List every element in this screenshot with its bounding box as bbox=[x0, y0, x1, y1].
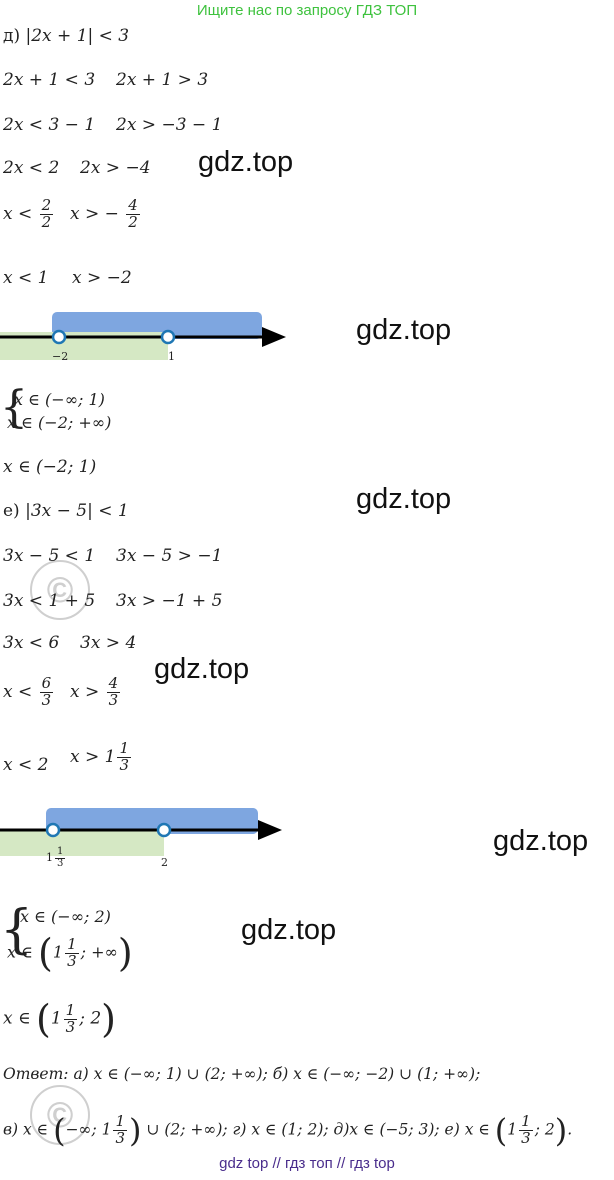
part-d-step-3-left: 2x < 2 bbox=[3, 158, 60, 178]
search-banner: Ищите нас по запросу ГДЗ ТОП bbox=[196, 2, 418, 19]
part-e-system-line-1: x ∈ (−∞; 2) bbox=[20, 907, 111, 926]
watermark: gdz.top bbox=[493, 825, 589, 857]
part-e-step-2-right: 3x > −1 + 5 bbox=[116, 591, 223, 611]
part-e-heading: е) |3x − 5| < 1 bbox=[3, 501, 129, 521]
green-band bbox=[0, 829, 164, 856]
open-point bbox=[45, 822, 61, 838]
part-d-step-2-right: 2x > −3 − 1 bbox=[116, 115, 223, 135]
part-d-step-3-right: 2x > −4 bbox=[80, 158, 151, 178]
watermark: gdz.top bbox=[356, 483, 452, 515]
axis-arrow bbox=[262, 327, 286, 347]
part-e-step-2-left: 3x < 1 + 5 bbox=[3, 591, 96, 611]
system-brace: { bbox=[0, 382, 28, 433]
part-e-step-3-right: 3x > 4 bbox=[80, 633, 137, 653]
part-d-result-right: x > −2 bbox=[72, 268, 132, 288]
part-d-step-1-left: 2x + 1 < 3 bbox=[3, 70, 96, 90]
tick-label: 1 bbox=[168, 350, 175, 363]
watermark: gdz.top bbox=[198, 146, 294, 178]
final-answer-line-1: Ответ: а) x ∈ (−∞; 1) ∪ (2; +∞); б) x ∈ … bbox=[3, 1065, 481, 1083]
watermark: gdz.top bbox=[356, 314, 452, 346]
part-e-step-1-left: 3x − 5 < 1 bbox=[3, 546, 96, 566]
number-line-e bbox=[0, 808, 282, 856]
part-e-result-left: x < 2 bbox=[3, 755, 49, 775]
watermark: gdz.top bbox=[241, 914, 337, 946]
part-d-answer: x ∈ (−2; 1) bbox=[3, 457, 97, 477]
part-d-heading: д) |2x + 1| < 3 bbox=[3, 26, 130, 46]
part-e-step-3-left: 3x < 6 bbox=[3, 633, 60, 653]
copyright-stamp: © bbox=[30, 1085, 90, 1145]
part-d-step-1-right: 2x + 1 > 3 bbox=[116, 70, 209, 90]
watermark: gdz.top bbox=[154, 653, 250, 685]
tick-label: −2 bbox=[52, 350, 69, 363]
part-d-system-line-2: x ∈ (−2; +∞) bbox=[7, 413, 112, 432]
system-brace: { bbox=[0, 900, 34, 960]
part-e-step-1-right: 3x − 5 > −1 bbox=[116, 546, 223, 566]
footer-links: gdz top // гдз топ // гдз top bbox=[219, 1155, 395, 1172]
blue-band bbox=[46, 808, 258, 834]
copyright-stamp: © bbox=[30, 560, 90, 620]
number-line-d bbox=[0, 312, 286, 360]
open-point bbox=[156, 822, 172, 838]
open-point bbox=[51, 329, 67, 345]
open-point bbox=[160, 329, 176, 345]
part-d-system-line-1: x ∈ (−∞; 1) bbox=[14, 390, 105, 409]
axis-arrow bbox=[258, 820, 282, 840]
tick-label: 2 bbox=[161, 856, 168, 869]
part-d-result-left: x < 1 bbox=[3, 268, 49, 288]
part-d-step-2-left: 2x < 3 − 1 bbox=[3, 115, 96, 135]
